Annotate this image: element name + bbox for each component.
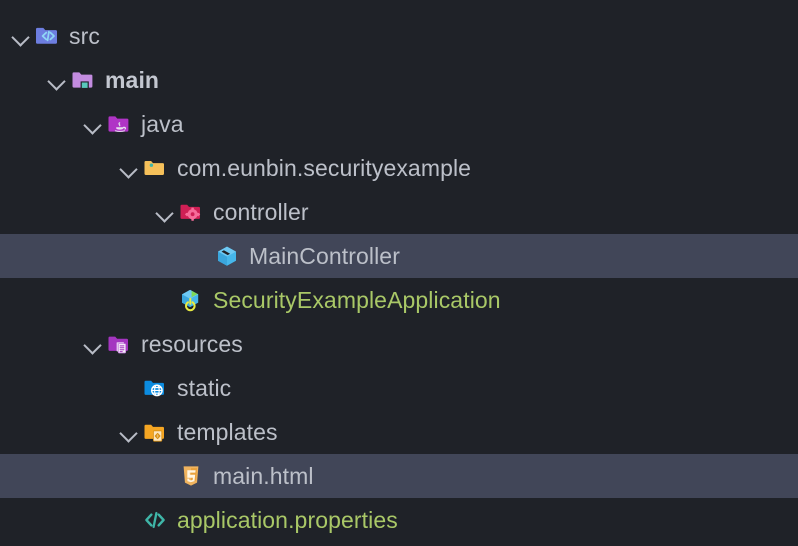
folder-java-icon — [106, 111, 132, 137]
tree-row-static[interactable]: static — [0, 366, 798, 410]
spring-boot-runnable-class-icon — [178, 287, 204, 313]
chevron-spacer — [152, 463, 178, 489]
tree-row-label: main.html — [213, 463, 314, 489]
tree-row-application-properties[interactable]: application.properties — [0, 498, 798, 542]
chevron-down-icon[interactable] — [152, 199, 178, 225]
chevron-down-icon[interactable] — [80, 331, 106, 357]
tree-row-security-example-application[interactable]: SecurityExampleApplication — [0, 278, 798, 322]
folder-resources-icon — [106, 331, 132, 357]
tree-row-label: MainController — [249, 243, 400, 269]
tree-row-label: src — [69, 23, 100, 49]
java-class-icon — [214, 243, 240, 269]
chevron-down-icon[interactable] — [8, 23, 34, 49]
tree-row-main[interactable]: main — [0, 58, 798, 102]
tree-row-label: controller — [213, 199, 309, 225]
cutoff-row-above — [0, 0, 798, 2]
tree-row-label: application.properties — [177, 507, 398, 533]
tree-row-controller[interactable]: controller — [0, 190, 798, 234]
tree-row-label: static — [177, 375, 232, 401]
chevron-spacer — [152, 287, 178, 313]
tree-row-main-controller[interactable]: MainController — [0, 234, 798, 278]
tree-row-src[interactable]: src — [0, 14, 798, 58]
tree-row-java[interactable]: java — [0, 102, 798, 146]
tree-row-label: SecurityExampleApplication — [213, 287, 501, 313]
properties-file-icon — [142, 507, 168, 533]
chevron-down-icon[interactable] — [116, 155, 142, 181]
chevron-down-icon[interactable] — [44, 67, 70, 93]
tree-row-templates[interactable]: templates — [0, 410, 798, 454]
chevron-spacer — [116, 507, 142, 533]
tree-row-package[interactable]: com.eunbin.securityexample — [0, 146, 798, 190]
tree-row-label: com.eunbin.securityexample — [177, 155, 472, 181]
folder-source-icon — [34, 23, 60, 49]
chevron-spacer — [188, 243, 214, 269]
chevron-down-icon[interactable] — [116, 419, 142, 445]
folder-static-icon — [142, 375, 168, 401]
tree-row-main-html[interactable]: main.html — [0, 454, 798, 498]
tree-row-label: resources — [141, 331, 243, 357]
folder-templates-icon — [142, 419, 168, 445]
tree-row-label: main — [105, 67, 160, 93]
tree-row-resources[interactable]: resources — [0, 322, 798, 366]
folder-main-icon — [70, 67, 96, 93]
tree-row-label: java — [141, 111, 184, 137]
folder-package-icon — [142, 155, 168, 181]
chevron-spacer — [116, 375, 142, 401]
folder-controller-icon — [178, 199, 204, 225]
chevron-down-icon[interactable] — [80, 111, 106, 137]
tree-row-label: templates — [177, 419, 278, 445]
html5-file-icon — [178, 463, 204, 489]
